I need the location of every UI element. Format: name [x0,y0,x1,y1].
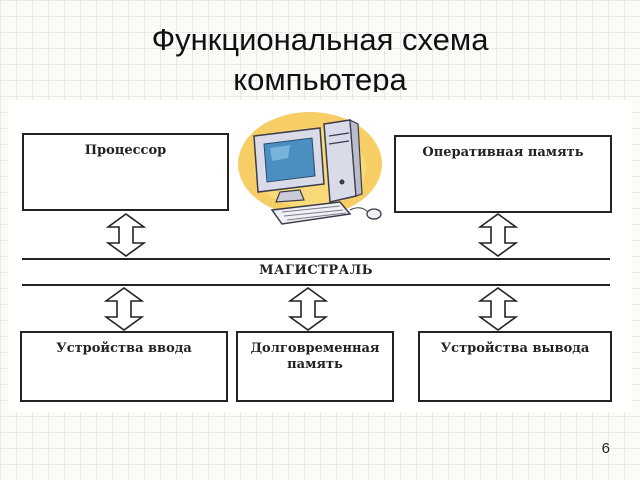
mouse-shape [366,208,382,220]
keyboard-row-1 [281,205,341,213]
bus-line-bottom [22,284,610,286]
slide-title-line-2: компьютера [233,62,407,92]
output-bus-arrow [478,287,518,331]
storage-bus-arrow [288,287,328,331]
bus-line-top [22,258,610,260]
storage-label-line-2: память [287,357,343,372]
monitor-stand-shape [275,189,305,203]
bus-label: МАГИСТРАЛЬ [259,263,373,278]
ram-block: Оперативная память [394,135,612,213]
processor-label: Процессор [84,143,167,158]
system-unit-side-shape [349,118,363,197]
storage-label-line-1: Долговременная [250,341,380,356]
input-devices-label: Устройства ввода [56,341,192,356]
page-number: 6 [601,440,610,457]
processor-block: Процессор [22,133,229,211]
keyboard-row-3 [286,212,347,221]
drive-slot-1 [328,132,350,137]
input-devices-block: Устройства ввода [20,331,228,402]
power-button-shape [339,179,345,185]
computer-icon [238,112,382,225]
input-bus-arrow [104,287,144,331]
output-devices-label: Устройства вывода [440,341,590,356]
slide-title-line-1: Функциональная схема [151,22,489,57]
mouse-cable-shape [349,207,369,213]
screen-shape [263,137,316,183]
storage-block: Долговременная память [236,331,394,402]
screen-glare-shape [270,145,290,161]
ram-bus-arrow [478,213,518,257]
ram-label: Оперативная память [422,145,584,160]
processor-bus-arrow [106,213,146,257]
keyboard-row-2 [283,209,344,217]
drive-slot-2 [328,140,350,145]
output-devices-block: Устройства вывода [418,331,612,402]
